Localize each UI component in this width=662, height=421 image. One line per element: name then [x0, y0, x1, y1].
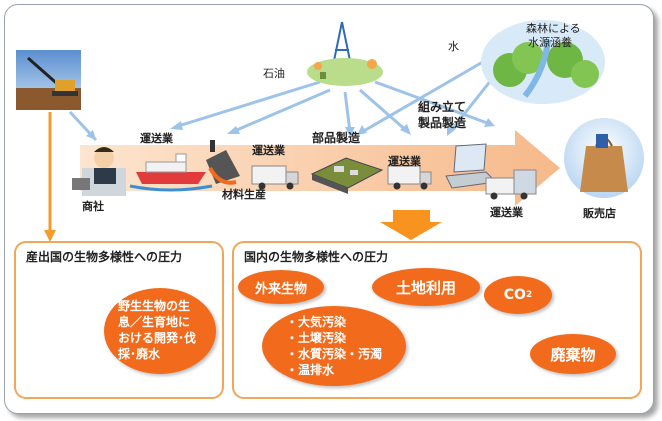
pollution-line-4: ・温排水: [286, 363, 335, 377]
origin-oval-line-1: 野生生物の生: [118, 299, 191, 313]
co2-subscript: 2: [525, 290, 533, 300]
transport-label-4: 運送業: [490, 206, 523, 219]
retail-bag-icon: [564, 118, 644, 198]
domestic-pressure-arrow: [380, 210, 442, 240]
co2-text: CO: [503, 287, 526, 303]
water-label: 水: [448, 40, 459, 53]
origin-pressure-arrow: [44, 112, 56, 242]
truck-icon-1: [251, 165, 299, 190]
waste-oval: 廃棄物: [530, 334, 616, 374]
oil-label: 石油: [263, 67, 285, 80]
materials-label: 材料生産: [222, 188, 266, 201]
assembly-label-line1: 組み立て: [418, 100, 467, 114]
origin-panel-title: 産出国の生物多様性への圧力: [26, 250, 183, 264]
transport-label-2: 運送業: [252, 144, 285, 157]
alien-species-oval: 外来生物: [238, 270, 324, 304]
retail-label: 販売店: [583, 207, 616, 220]
transport-label-1: 運送業: [140, 132, 173, 145]
mining-site-icon: [16, 50, 81, 110]
pollution-line-1: ・大気汚染: [286, 315, 347, 329]
origin-oval-line-2: 息／生育地に: [118, 315, 191, 329]
trading-label: 商社: [82, 200, 104, 213]
ship-icon: [129, 153, 213, 192]
forest-watershed-icon: [481, 20, 605, 104]
transport-label-3: 運送業: [388, 155, 421, 168]
origin-oval-line-4: 採･廃水: [118, 347, 161, 361]
origin-pressure-oval: 野生生物の生 息／生育地に おける開発･伐 採･廃水: [104, 288, 216, 374]
circuit-board-icon: [310, 157, 384, 194]
forest-label-line1: 森林による: [526, 22, 581, 35]
forest-label-line2: 水源涵養: [528, 36, 572, 49]
truck-icon-2: [387, 165, 432, 190]
domestic-panel-title: 国内の生物多様性への圧力: [244, 250, 389, 264]
materials-equipment-icon: [206, 140, 240, 185]
pollution-line-3: ・水質汚染・汚濁: [286, 347, 383, 361]
assembly-label-line2: 製品製造: [418, 116, 467, 130]
truck-icon-3: [485, 169, 537, 200]
pollution-oval: ・大気汚染 ・土壌汚染 ・水質汚染・汚濁 ・温排水: [262, 306, 406, 386]
oil-field-ground-icon: [307, 58, 383, 86]
land-use-oval: 土地利用: [372, 268, 480, 306]
parts-label: 部品製造: [312, 131, 361, 145]
origin-oval-line-3: おける開発･伐: [118, 331, 197, 345]
pollution-line-2: ・土壌汚染: [286, 331, 347, 345]
trading-person-icon: [72, 147, 126, 196]
connector-arrowheads: [86, 118, 495, 140]
